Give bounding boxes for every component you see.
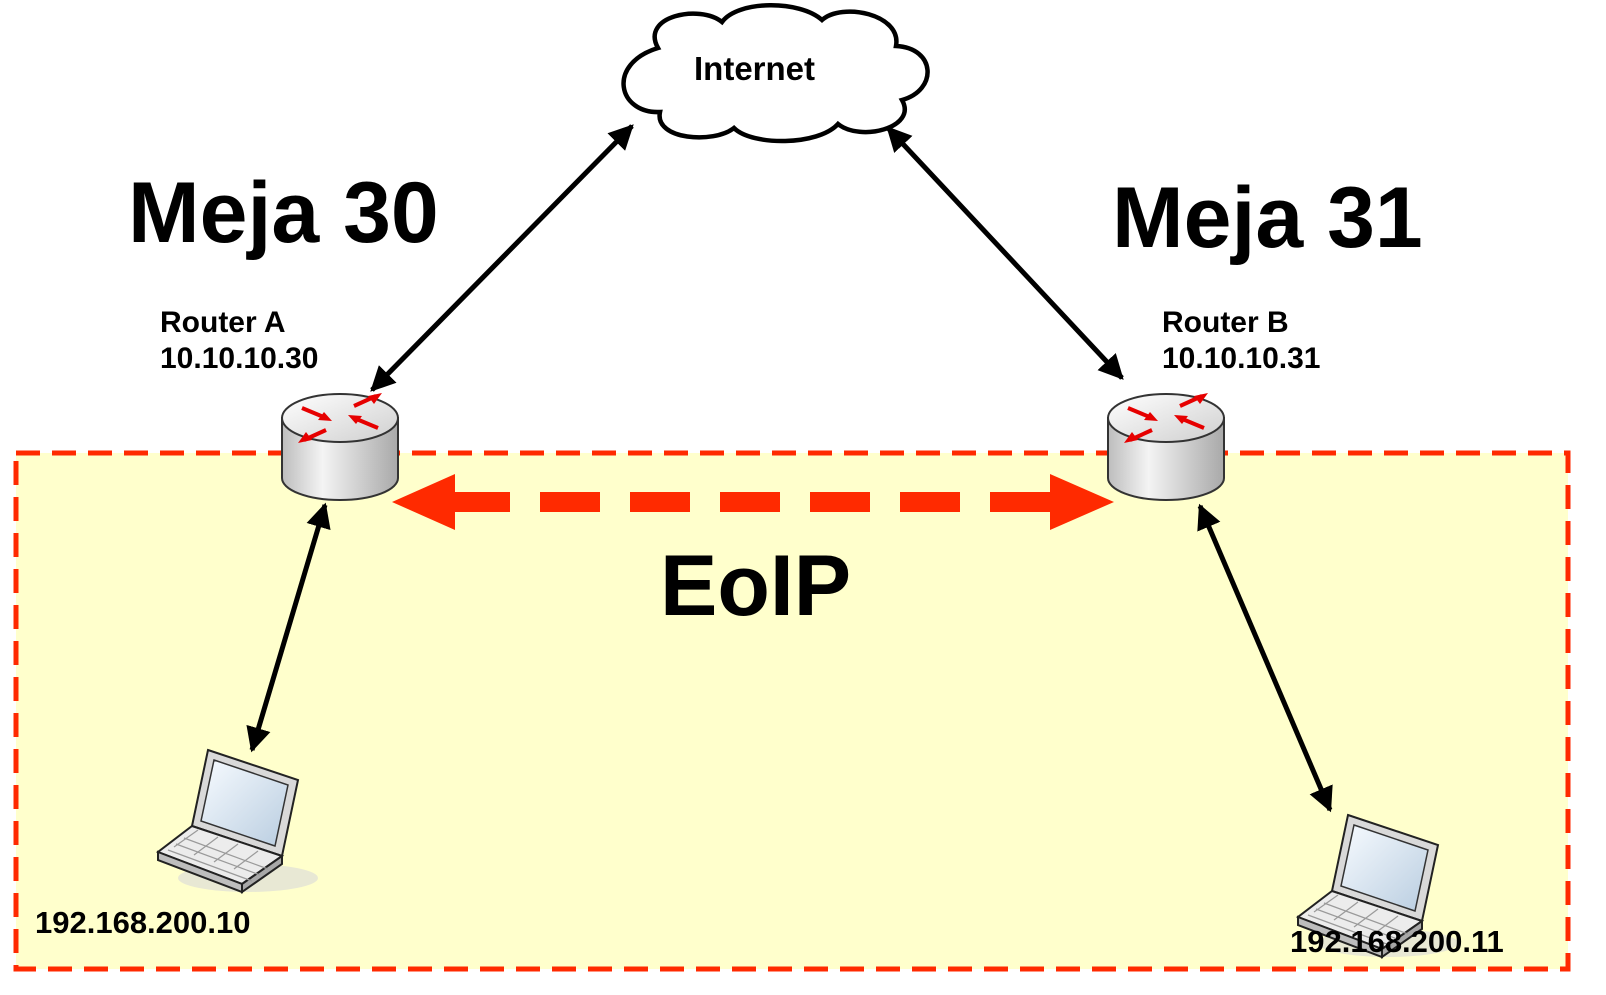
router-a-ip: 10.10.10.30 [160, 342, 319, 375]
internet-label: Internet [694, 50, 816, 87]
laptop-a-ip: 192.168.200.10 [35, 905, 251, 940]
router-b-ip: 10.10.10.31 [1162, 342, 1321, 375]
router-a-table-label: Meja 30 [128, 165, 439, 261]
link-router-b-laptop-b [1197, 503, 1333, 813]
router-a-label: Router A 10.10.10.30 [160, 305, 318, 377]
router-b-table-label: Meja 31 [1112, 170, 1423, 266]
router-icon [280, 391, 400, 502]
link-internet-router-a [370, 124, 634, 392]
eoip-label: EoIP [660, 538, 852, 634]
router-b-label: Router B 10.10.10.31 [1162, 305, 1320, 377]
eoip-tunnel-arrow [392, 474, 1114, 530]
router-b-name: Router B [1162, 306, 1289, 339]
router-icon [1106, 391, 1226, 502]
link-router-a-laptop-a [246, 502, 331, 753]
link-internet-router-b [886, 126, 1124, 380]
laptop-b-ip: 192.168.200.11 [1290, 924, 1504, 959]
cloud-icon [621, 3, 930, 144]
router-a-name: Router A [160, 306, 286, 339]
